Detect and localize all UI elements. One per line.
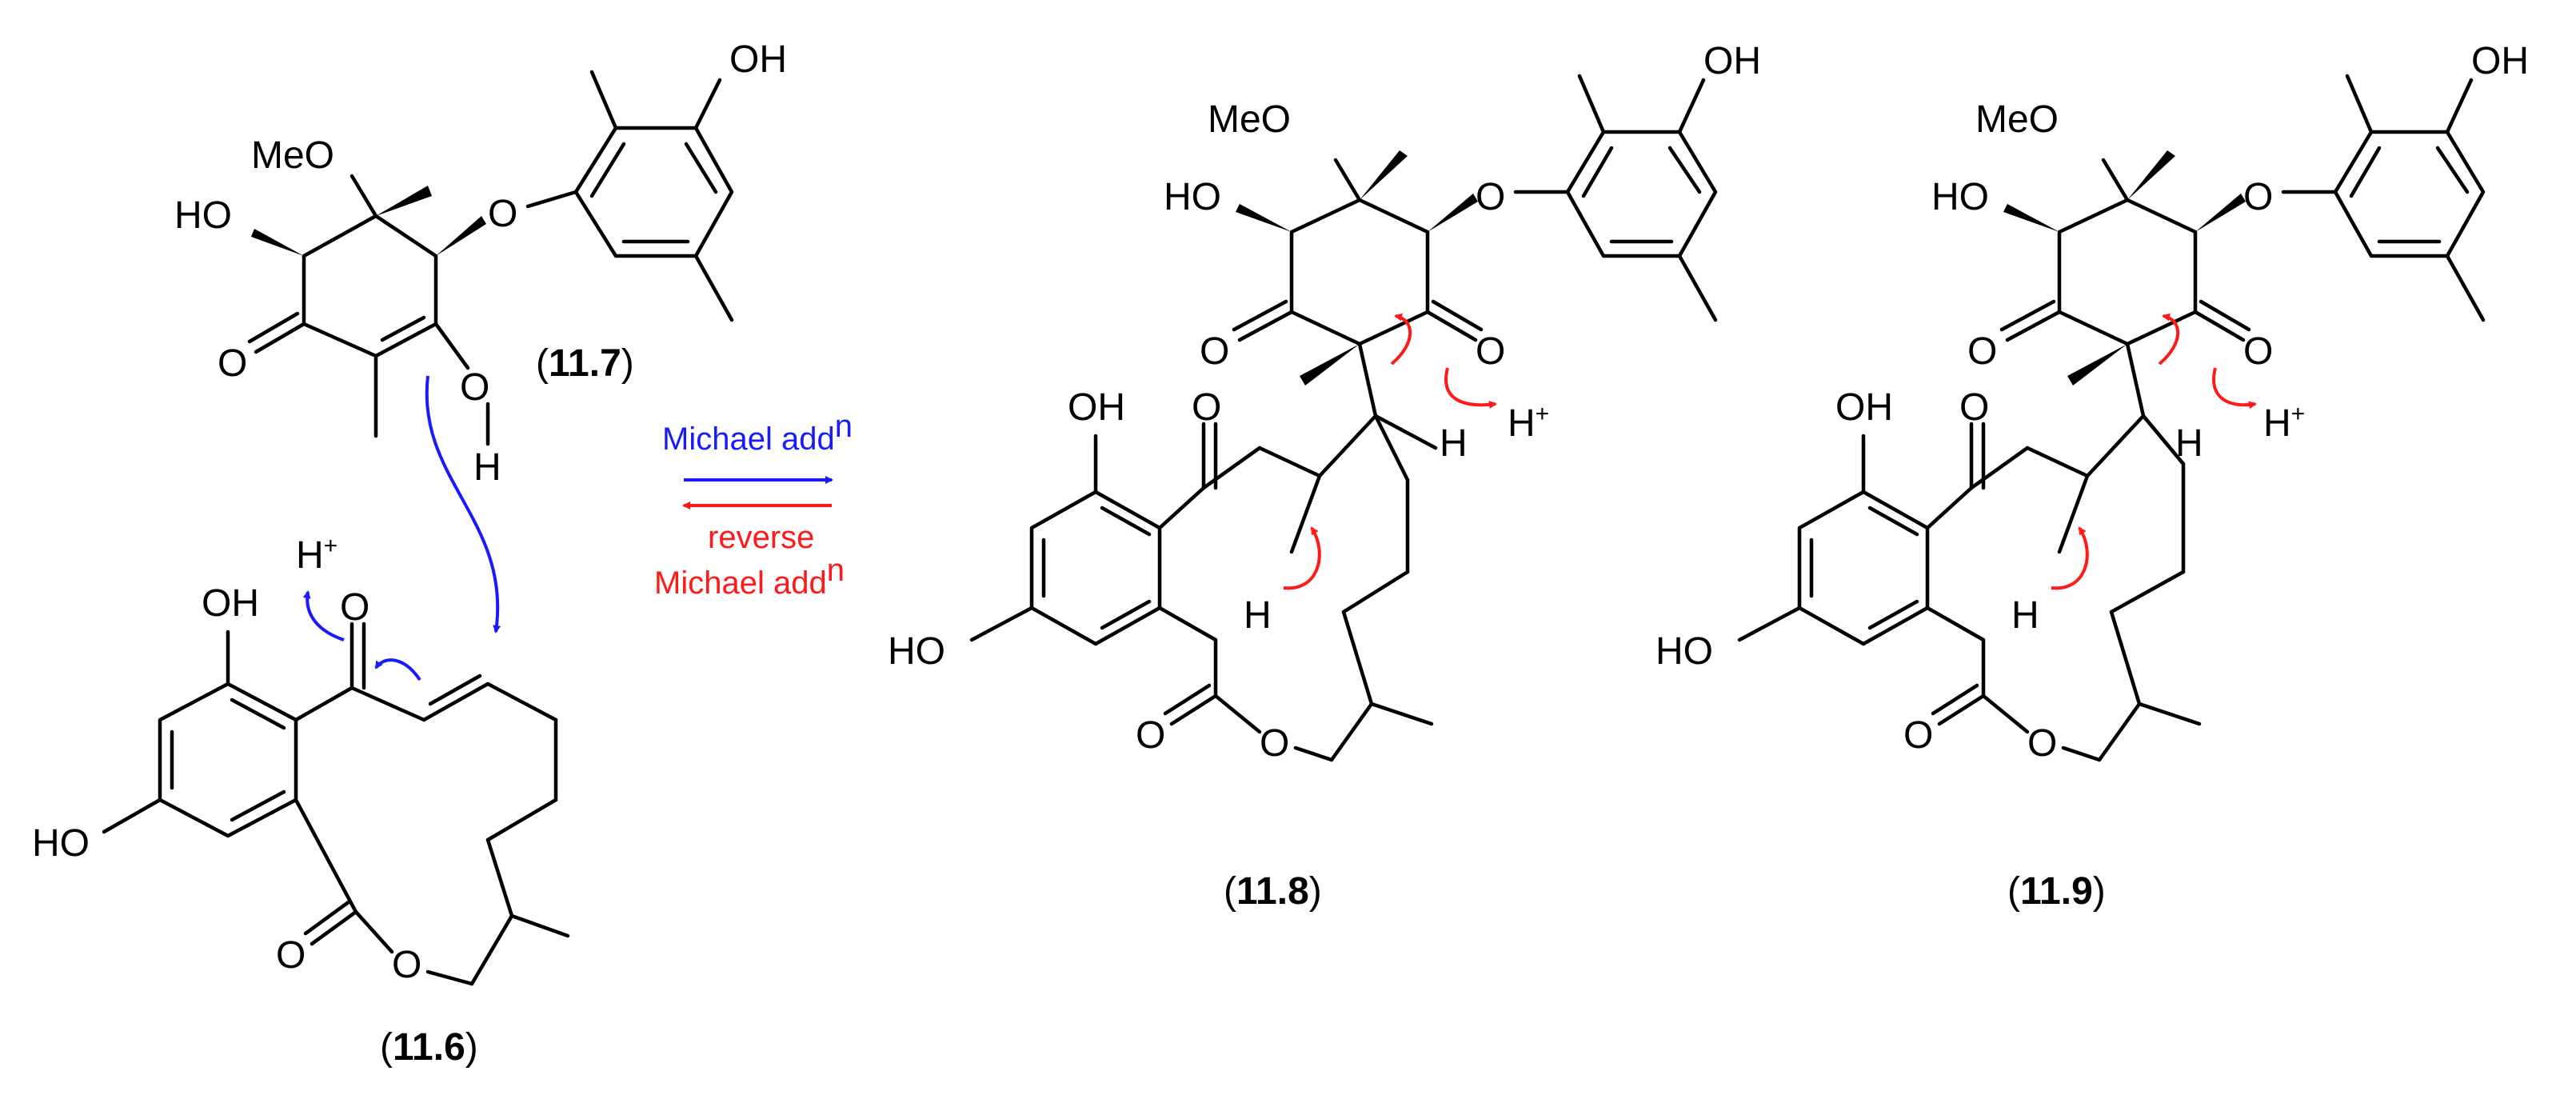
meo-label-11-8: MeO (1208, 98, 1291, 141)
ho-label-11-8: HO (1164, 176, 1221, 218)
ketone-o-aryl-11-8: O (1192, 386, 1221, 429)
michael-attack-arrow (425, 375, 501, 633)
compound-label-11-6: (11.6) (380, 1026, 478, 1069)
ketone-o-label-11-6: O (340, 586, 369, 629)
h-label-ring-11-9: H (2175, 422, 2203, 465)
oh-label-11-6: OH (202, 582, 259, 625)
h-plus-label-11-9: H+ (2263, 401, 2305, 445)
oh-label-11-9: OH (2471, 40, 2529, 82)
h-label-alpha-11-9: H (2011, 594, 2039, 637)
h-label-ring-11-8: H (1440, 422, 1468, 465)
ketone-o-left-11-9: O (1967, 330, 1997, 373)
equilibrium-arrows: Michael addn reverse Michael addn (654, 409, 853, 601)
red-arrow-3-11-9 (2051, 526, 2089, 590)
ring-o-label-11-6: O (392, 944, 421, 986)
oh-label: OH (729, 38, 787, 81)
ho-label: HO (174, 194, 232, 237)
compound-11-7: OH MeO HO O O O H (11.7) (174, 38, 787, 489)
red-arrow-1-11-9 (2158, 313, 2180, 366)
ho-label-11-9: HO (1931, 176, 1989, 218)
h-label-alpha-11-8: H (1244, 594, 1272, 637)
oh-label-11-8: OH (1703, 40, 1761, 82)
ring-o-label-11-8: O (1260, 722, 1289, 765)
red-arrow-2-11-9 (2212, 367, 2257, 410)
enol-o-label: O (460, 366, 489, 409)
lactone-o-label-11-8: O (1136, 714, 1165, 757)
ether-o-label-11-8: O (1476, 176, 1505, 218)
compound-11-8: MeO HO O OH O O H OH O H HO O O H+ (11.8… (888, 40, 1761, 913)
lactone-o-label-11-9: O (1903, 714, 1933, 757)
red-arrow-3-11-8 (1283, 526, 1321, 590)
ketone-o-right-11-9: O (2243, 330, 2273, 373)
oh-label-aryl-11-8: OH (1068, 386, 1125, 429)
proton-loss-arrow-11-6 (302, 590, 345, 641)
h-plus-label-11-8: H+ (1508, 401, 1549, 445)
oh-label-aryl-11-9: OH (1835, 386, 1893, 429)
lactone-o-label-11-6: O (276, 934, 306, 977)
compound-label-11-9: (11.9) (2007, 870, 2106, 913)
enone-push-arrow-11-6 (374, 658, 421, 681)
reverse-arrow-label-1: reverse (708, 520, 814, 555)
compound-11-6: OH HO O O O H+ (11.6) (32, 533, 570, 1069)
ring-o-label-11-9: O (2027, 722, 2057, 765)
ketone-o-aryl-11-9: O (1959, 386, 1989, 429)
red-arrow-1-11-8 (1390, 313, 1412, 366)
ether-o-label-11-9: O (2243, 176, 2273, 218)
ketone-o-label: O (218, 342, 247, 385)
compound-label-11-7: (11.7) (536, 342, 634, 385)
ketone-o-right-11-8: O (1476, 330, 1505, 373)
ketone-o-left-11-8: O (1200, 330, 1229, 373)
ho-label-aryl-11-9: HO (1655, 630, 1713, 673)
meo-label-11-9: MeO (1975, 98, 2059, 141)
enol-h-label: H (473, 446, 501, 489)
reverse-arrow-label-2: Michael addn (654, 553, 845, 601)
compound-label-11-8: (11.8) (1224, 870, 1322, 913)
red-arrow-2-11-8 (1444, 367, 1497, 409)
h-plus-label-11-6: H+ (296, 533, 337, 577)
meo-label: MeO (251, 134, 334, 177)
ho-label-11-6: HO (32, 822, 90, 865)
ho-label-aryl-11-8: HO (888, 630, 945, 673)
forward-arrow-label: Michael addn (662, 409, 853, 457)
ether-o-label: O (488, 193, 517, 235)
compound-11-9: MeO HO O OH O O H OH O H HO O O H+ (11.9… (1655, 40, 2529, 913)
